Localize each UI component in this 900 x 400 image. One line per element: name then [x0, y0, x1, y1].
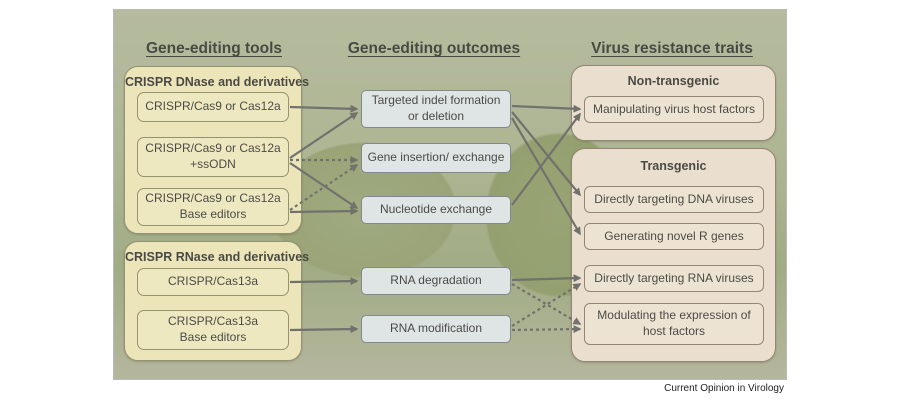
group-title-rnase: CRISPR RNase and derivatives — [125, 250, 310, 264]
arrow-indel-to-host-factors — [511, 104, 582, 113]
outcome-sublabel: or deletion — [407, 109, 465, 123]
tool-sublabel: Base editors — [179, 330, 247, 344]
tool-label: CRISPR/Cas13a — [167, 274, 259, 289]
tool-cas13a: CRISPR/Cas13a — [137, 268, 289, 296]
tool-label: CRISPR/Cas13a — [167, 314, 259, 329]
arrow-tool3-to-nucleotide — [289, 207, 359, 216]
outcome-gene-insertion: Gene insertion/ exchange — [361, 143, 511, 173]
trait-sublabel: host factors — [642, 324, 706, 338]
heading-tools: Gene-editing tools — [145, 40, 283, 57]
tool-cas13a-base-editors: CRISPR/Cas13a Base editors — [137, 310, 289, 350]
tool-label: CRISPR/Cas9 or Cas12a — [145, 191, 281, 206]
tool-label: CRISPR/Cas9 or Cas12a — [145, 141, 281, 156]
trait-modulating-expression: Modulating the expression of host factor… — [584, 303, 764, 345]
arrow-tool3-to-insertion — [289, 164, 359, 211]
arrow-rna-modification-to-rna-viruses — [511, 283, 582, 327]
trait-dna-viruses: Directly targeting DNA viruses — [584, 186, 764, 213]
arrow-tool2-to-nucleotide — [289, 162, 359, 209]
outcome-rna-modification: RNA modification — [361, 315, 511, 343]
arrow-cas13a-to-rna-degradation — [289, 277, 359, 286]
trait-label: Manipulating virus host factors — [592, 101, 756, 116]
arrow-tool1-to-indel — [289, 104, 359, 113]
arrow-cas13a-be-to-rna-modification — [289, 325, 359, 334]
tool-sublabel: Base editors — [179, 207, 247, 221]
outcome-label: Gene insertion/ exchange — [367, 150, 505, 165]
outcome-label: Nucleotide exchange — [379, 202, 493, 217]
figure-frame: Gene-editing tools Gene-editing outcomes… — [113, 9, 787, 380]
outcome-label: RNA modification — [389, 321, 483, 336]
trait-rna-viruses: Directly targeting RNA viruses — [584, 265, 764, 292]
arrow-tool2-to-indel — [289, 112, 359, 159]
outcome-rna-degradation: RNA degradation — [361, 267, 511, 295]
trait-host-factors: Manipulating virus host factors — [584, 96, 764, 123]
arrows-layer — [289, 104, 582, 334]
trait-label: Directly targeting DNA viruses — [594, 191, 754, 206]
tool-sublabel: +ssODN — [190, 157, 236, 171]
credit-text: Current Opinion in Virology — [664, 383, 784, 394]
trait-label: Generating novel R genes — [604, 228, 744, 243]
tool-cas9-cas12a: CRISPR/Cas9 or Cas12a — [137, 92, 289, 122]
arrow-indel-to-r-genes — [511, 117, 581, 236]
arrow-indel-to-dna-viruses — [511, 111, 581, 197]
outcome-nucleotide-exchange: Nucleotide exchange — [361, 196, 511, 224]
heading-outcomes: Gene-editing outcomes — [347, 40, 521, 57]
group-title-non-transgenic: Non-transgenic — [627, 74, 720, 88]
trait-label: Directly targeting RNA viruses — [594, 270, 754, 285]
outcome-indel: Targeted indel formation or deletion — [361, 90, 511, 128]
outcome-label: Targeted indel formation — [371, 93, 501, 108]
trait-novel-r-genes: Generating novel R genes — [584, 223, 764, 250]
group-title-transgenic: Transgenic — [640, 159, 707, 173]
arrow-rna-modification-to-modulating — [511, 325, 582, 334]
arrow-rna-degradation-to-modulating — [511, 283, 582, 325]
tool-cas9-cas12a-base-editors: CRISPR/Cas9 or Cas12a Base editors — [137, 188, 289, 226]
trait-label: Modulating the expression of — [597, 308, 751, 323]
outcome-label: RNA degradation — [390, 273, 482, 288]
heading-traits: Virus resistance traits — [591, 40, 753, 57]
tool-label: CRISPR/Cas9 or Cas12a — [145, 99, 281, 114]
arrow-nucleotide-to-host-factors — [511, 112, 581, 206]
arrow-rna-degradation-to-rna-viruses — [511, 274, 582, 283]
group-title-dnase: CRISPR DNase and derivatives — [125, 75, 310, 89]
tool-cas9-cas12a-ssodn: CRISPR/Cas9 or Cas12a +ssODN — [137, 137, 289, 177]
